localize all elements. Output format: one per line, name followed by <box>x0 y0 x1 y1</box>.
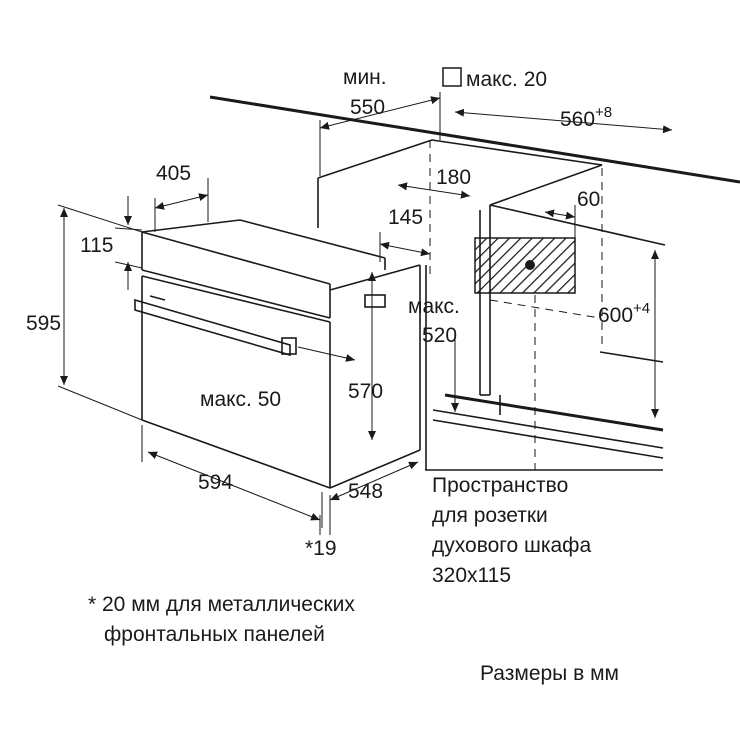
socket-note-line3: духового шкафа <box>432 534 591 557</box>
label-600: 600+4 <box>598 300 650 327</box>
label-180: 180 <box>436 166 471 189</box>
label-19: *19 <box>305 537 337 560</box>
label-594: 594 <box>198 471 233 494</box>
label-405: 405 <box>156 162 191 185</box>
label-min: мин. <box>343 66 387 89</box>
footnote-line2: фронтальных панелей <box>104 623 325 646</box>
footnote-line1: * 20 мм для металлических <box>88 593 355 616</box>
label-595: 595 <box>26 312 61 335</box>
label-max-label: макс. <box>408 295 460 318</box>
units-note: Размеры в мм <box>480 662 619 685</box>
label-145: 145 <box>388 206 423 229</box>
label-560: 560+8 <box>560 104 612 131</box>
label-115: 115 <box>80 234 113 257</box>
label-max50: макс. 50 <box>200 388 281 411</box>
label-max20: макс. 20 <box>466 68 547 91</box>
label-570: 570 <box>348 380 383 403</box>
socket-note-line4: 320x115 <box>432 564 511 587</box>
dimension-lines <box>57 92 673 535</box>
socket-space <box>474 237 576 294</box>
label-548: 548 <box>348 480 383 503</box>
socket-note-line1: Пространство <box>432 474 568 497</box>
socket-note-line2: для розетки <box>432 504 548 527</box>
square-marker <box>442 67 462 87</box>
label-550: 550 <box>350 96 385 119</box>
oven-body <box>134 219 421 489</box>
cabinet-niche <box>209 95 740 471</box>
label-60: 60 <box>577 188 600 211</box>
label-520: 520 <box>422 324 457 347</box>
